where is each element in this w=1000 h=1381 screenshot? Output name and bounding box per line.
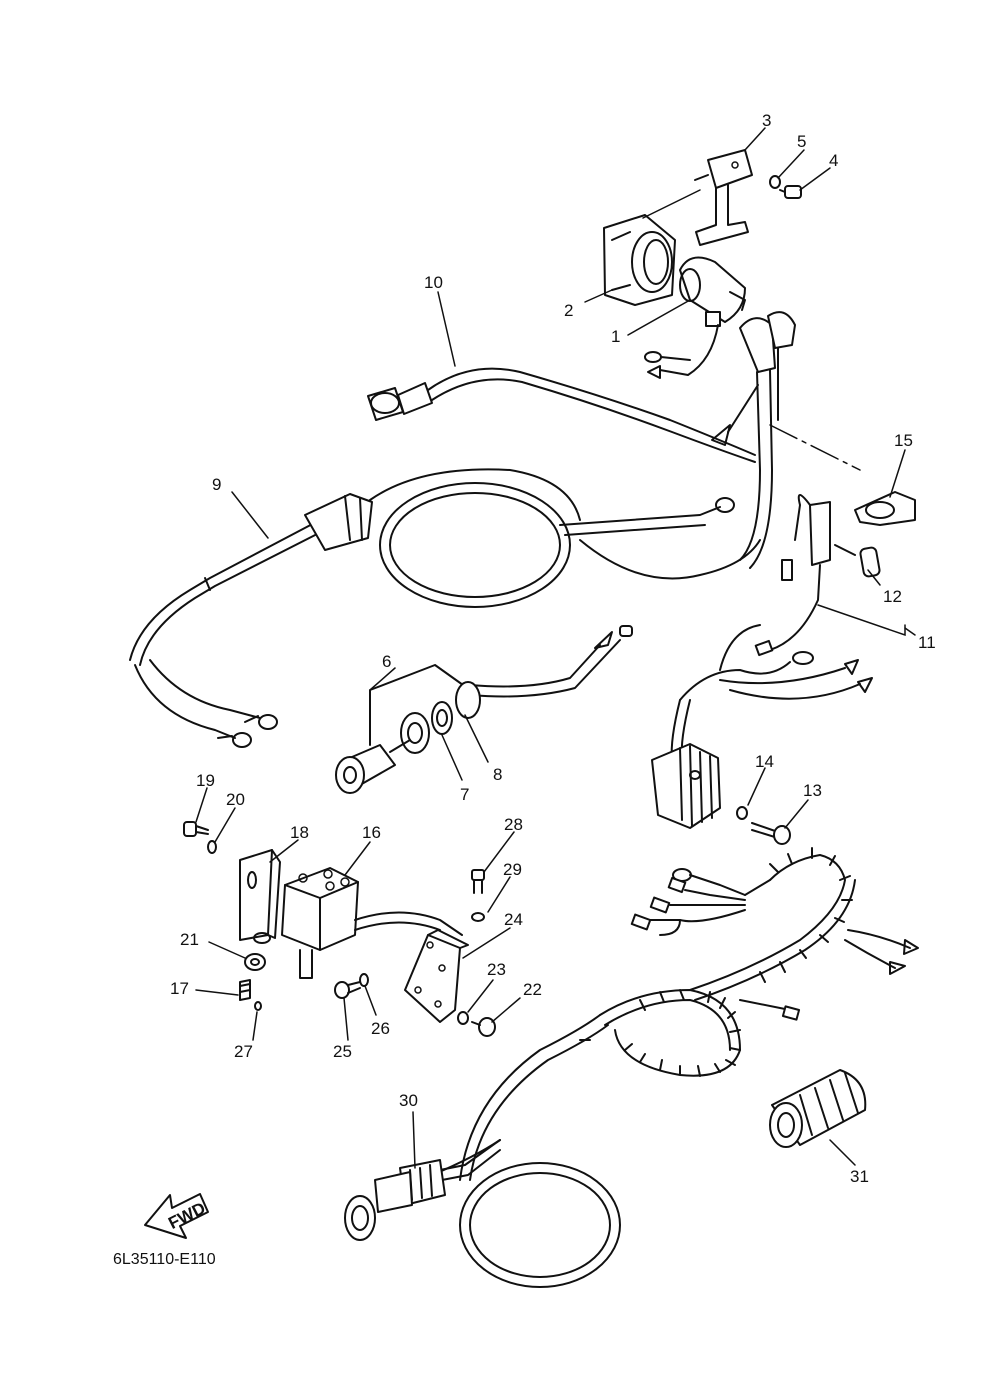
callout-30: 30	[399, 1091, 418, 1110]
callout-23: 23	[487, 960, 506, 979]
callout-28: 28	[504, 815, 523, 834]
diagram-code: 6L35110-E110	[113, 1251, 216, 1268]
callout-3: 3	[762, 111, 771, 130]
bolt-part-4	[779, 185, 802, 199]
washer-part-27	[254, 1001, 262, 1011]
callout-27: 27	[234, 1042, 253, 1061]
callout-7: 7	[460, 785, 469, 804]
callout-26: 26	[371, 1019, 390, 1038]
callout-13: 13	[803, 781, 822, 800]
washer-part-5	[769, 175, 781, 189]
callout-16: 16	[362, 823, 381, 842]
bolt-part-19	[183, 821, 209, 837]
washer-part-29	[471, 912, 485, 922]
fwd-arrow-icon: FWD	[144, 1193, 209, 1239]
holder-part-2	[603, 214, 676, 306]
callout-6: 6	[382, 652, 391, 671]
callout-1: 1	[611, 327, 620, 346]
callout-12: 12	[883, 587, 902, 606]
bolt-part-13	[751, 822, 791, 845]
callout-4: 4	[829, 151, 838, 170]
callout-9: 9	[212, 475, 221, 494]
switch-part-16	[281, 867, 463, 979]
bolt-part-28	[471, 869, 485, 894]
screw-part-17	[239, 979, 251, 1001]
callout-18: 18	[290, 823, 309, 842]
harness-part-9	[129, 468, 761, 748]
callout-22: 22	[523, 980, 542, 999]
battery-cable-part-10	[367, 311, 796, 569]
callout-15: 15	[894, 431, 913, 450]
callout-17: 17	[170, 979, 189, 998]
harness-part-11	[651, 494, 906, 829]
sleeve-part-31	[769, 1069, 867, 1148]
callout-8: 8	[493, 765, 502, 784]
grommet-part-21	[244, 953, 266, 971]
callout-11: 11	[918, 633, 936, 652]
callout-14: 14	[755, 752, 774, 771]
washer-part-14	[736, 806, 748, 820]
callout-25: 25	[333, 1042, 352, 1061]
callout-19: 19	[196, 771, 215, 790]
callout-31: 31	[850, 1167, 869, 1186]
bracket-part-18	[239, 849, 281, 944]
bracket-part-3	[694, 149, 753, 246]
callout-24: 24	[504, 910, 523, 929]
callout-5: 5	[797, 132, 806, 151]
leader-dash-line	[769, 424, 861, 471]
relay-part-1	[644, 256, 746, 379]
callout-20: 20	[226, 790, 245, 809]
callout-10: 10	[424, 273, 443, 292]
callout-2: 2	[564, 301, 573, 320]
washer-part-26	[359, 973, 369, 987]
washer-part-20	[207, 840, 217, 854]
clip-part-15	[854, 491, 916, 526]
grommet-group-part-6	[335, 625, 633, 794]
callout-labels: 1 2 3 4 5 6 7 8 9 10 11 12 13 14 15 16 1…	[170, 111, 936, 1186]
callout-21: 21	[180, 930, 199, 949]
harness-part-30	[344, 847, 919, 1288]
leader-lines	[195, 127, 916, 1169]
bracket-part-24	[404, 929, 469, 1023]
bolt-part-22	[471, 1017, 496, 1037]
washer-part-23	[457, 1011, 469, 1025]
callout-29: 29	[503, 860, 522, 879]
bolt-part-25	[334, 981, 361, 999]
